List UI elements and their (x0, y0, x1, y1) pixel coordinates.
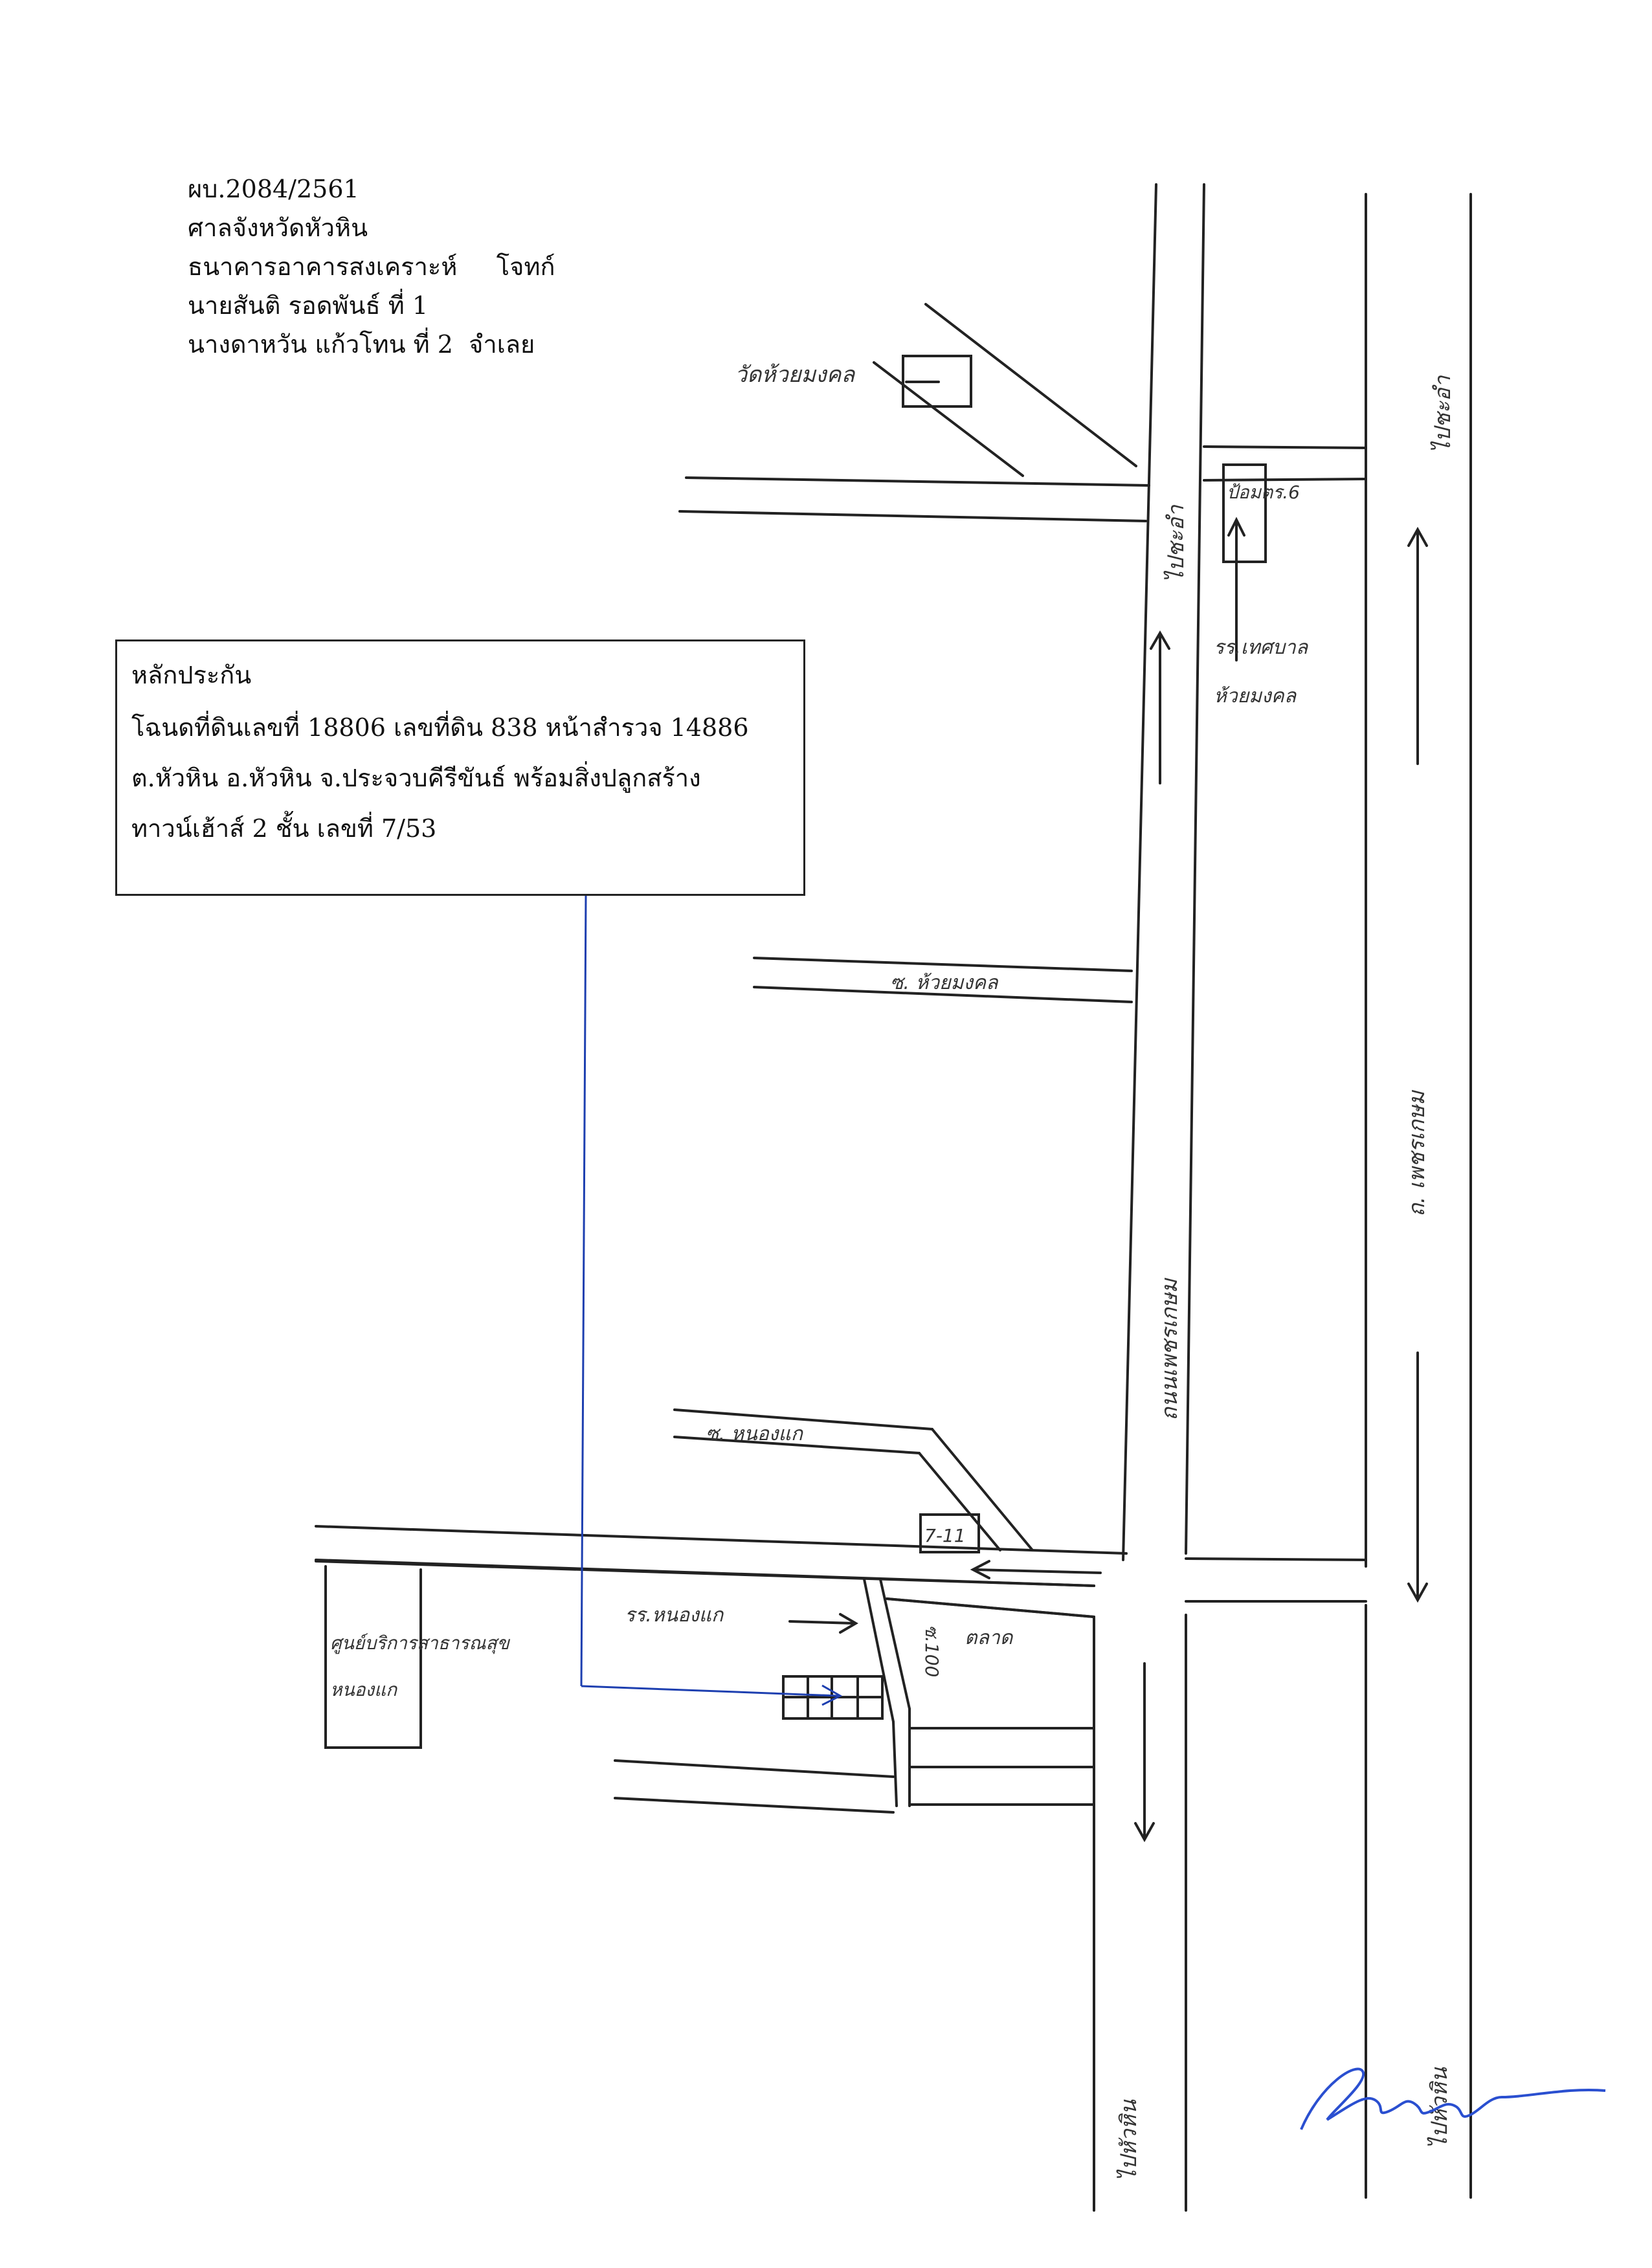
label-health-center-2: หนองแก (330, 1679, 398, 1700)
defendant-2: นางดาหวัน แก้วโทน ที่ 2 จำเลย (188, 330, 535, 359)
top-cross-road-north (685, 476, 1150, 487)
plaintiff: ธนาคารอาคารสงเคราะห์ โจทก์ (188, 252, 555, 281)
soi-bottom-bend-a (931, 1428, 1034, 1551)
signature (1300, 2067, 1606, 2130)
top-cross-road-east-south (1203, 478, 1367, 482)
label-soi-bottom: ซ. หนองแก (706, 1423, 804, 1445)
health-center-box (324, 1565, 422, 1749)
label-soi-top: ซ. ห้วยมงคล (890, 972, 999, 994)
collateral-building: ทาวน์เฮ้าส์ 2 ชั้น เลขที่ 7/53 (131, 814, 437, 843)
soi-bottom-bend-b (918, 1452, 1001, 1551)
arrow-up-school-head (1227, 517, 1245, 537)
soi-bottom-south (673, 1436, 921, 1454)
temple-box (902, 355, 972, 408)
pointer-line-horizontal (581, 1685, 839, 1697)
case-header: ผบ.2084/2561 ศาลจังหวัดหัวหิน ธนาคารอาคา… (188, 170, 555, 364)
seven-eleven-box (919, 1513, 980, 1553)
label-market: ตลาด (965, 1627, 1014, 1649)
diagonal-road-b (873, 361, 1024, 477)
label-to-cha-am-left: ไปชะอำ (1163, 505, 1189, 583)
defendant-1: นายสันติ รอดพันธ์ ที่ 1 (188, 291, 429, 320)
court-name: ศาลจังหวัดหัวหิน (188, 214, 368, 242)
soi100-east (879, 1578, 911, 1710)
case-number: ผบ.2084/2561 (188, 175, 359, 203)
main-road-east-edge (1185, 183, 1205, 1555)
diagonal-road-a (924, 303, 1137, 467)
collateral-deed: โฉนดที่ดินเลขที่ 18806 เลขที่ดิน 838 หน้… (131, 713, 749, 742)
arrow-east-school (788, 1620, 856, 1625)
police-box-shape (1222, 463, 1267, 563)
collateral-box: หลักประกัน โฉนดที่ดินเลขที่ 18806 เลขที่… (115, 639, 805, 896)
label-police-box: ป้อมตร.6 (1227, 482, 1300, 503)
top-cross-road-south (678, 510, 1147, 522)
arrow-north-main-head (1150, 630, 1170, 650)
arrow-north-right-head (1407, 526, 1428, 547)
label-main-road: ถนนเพชรเกษม (1157, 1278, 1183, 1421)
soi100-west (863, 1578, 895, 1723)
collateral-title: หลักประกัน (131, 661, 252, 689)
soi-top-south (753, 986, 1133, 1003)
arrow-west-lower-head (970, 1560, 990, 1579)
arrow-west-lower (973, 1568, 1102, 1574)
label-school-top-1: รร.เทศบาล (1214, 636, 1309, 659)
label-school-top-2: ห้วยมงคล (1214, 685, 1297, 707)
bottom-road-south (614, 1797, 895, 1814)
arrow-south-main-head (1134, 1822, 1155, 1843)
arrow-south-right-head (1407, 1583, 1428, 1603)
lower-cross-road-east-north (1185, 1557, 1367, 1561)
soi100-west-b (892, 1720, 898, 1807)
main-road-west-edge-north (1122, 183, 1157, 1561)
arrow-east-school-head (839, 1613, 858, 1634)
bottom-road-north (614, 1759, 895, 1778)
collateral-location: ต.หัวหิน อ.หัวหิน จ.ประจวบคีรีขันธ์ พร้อ… (131, 764, 701, 792)
top-cross-road-east-north (1203, 445, 1367, 449)
pointer-arrow-head (821, 1684, 843, 1706)
label-health-center-1: ศูนย์บริการสาธารณสุข (330, 1632, 511, 1654)
label-school-bottom: รร.หนองแก (625, 1604, 724, 1627)
soi-bottom-north (673, 1408, 933, 1430)
label-soi-number: ซ.100 (921, 1625, 943, 1677)
label-right-road: ถ. เพชรเกษม (1404, 1090, 1430, 1217)
label-seven-eleven: 7-11 (924, 1525, 966, 1546)
lower-band-north (315, 1559, 1095, 1587)
label-to-cha-am-right: ไปชะอำ (1430, 375, 1456, 453)
lower-cross-road-north (315, 1525, 1128, 1555)
label-temple: วัดห้วยมงคล (735, 362, 856, 388)
label-to-hua-hin-left: ไปหัวหิน (1116, 2099, 1142, 2181)
market-block-top (886, 1597, 1095, 1618)
soi-top-north (753, 957, 1133, 972)
pointer-line-vertical (580, 895, 587, 1687)
